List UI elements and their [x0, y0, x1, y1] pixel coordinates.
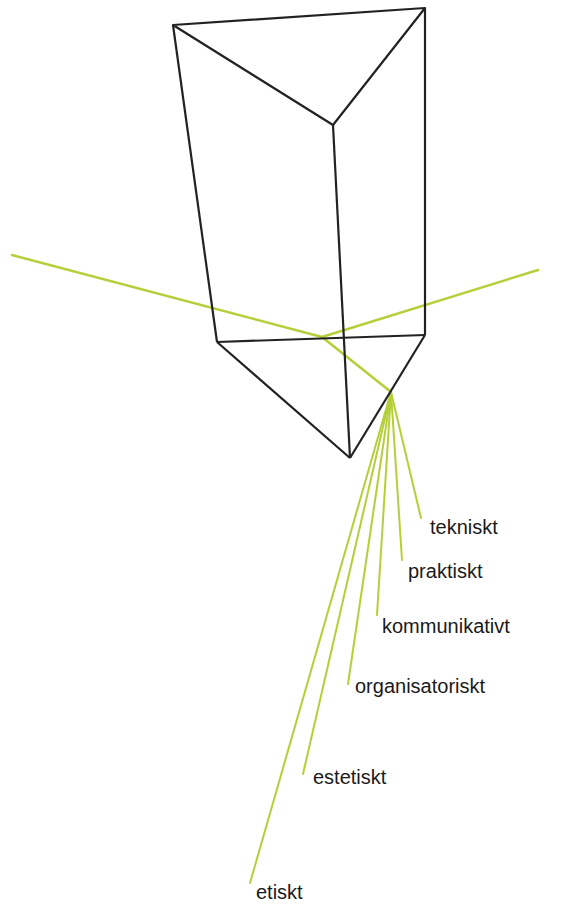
spectrum-ray — [250, 392, 391, 883]
prism-edge — [333, 125, 350, 458]
prism-edge — [217, 335, 425, 342]
spectrum-ray — [391, 392, 402, 560]
spectrum-label: praktiskt — [406, 560, 484, 582]
spectrum-label: estetiskt — [311, 766, 388, 788]
prism-top-face — [173, 8, 425, 125]
spectrum-label: tekniskt — [428, 516, 500, 538]
reflected-ray — [322, 270, 538, 337]
spectrum-label: organisatoriskt — [353, 675, 487, 697]
prism-edge — [173, 25, 217, 342]
prism-edge — [217, 342, 350, 458]
prism-edge — [350, 335, 425, 458]
prism-edge — [424, 8, 426, 335]
spectrum-ray — [348, 392, 391, 684]
light-rays — [12, 255, 538, 883]
spectrum-ray — [303, 392, 391, 774]
spectrum-label: etiskt — [254, 881, 305, 903]
incoming-ray — [12, 255, 322, 337]
prism-outline — [173, 8, 425, 458]
internal-ray — [322, 337, 391, 392]
spectrum-label: kommunikativt — [380, 615, 512, 637]
